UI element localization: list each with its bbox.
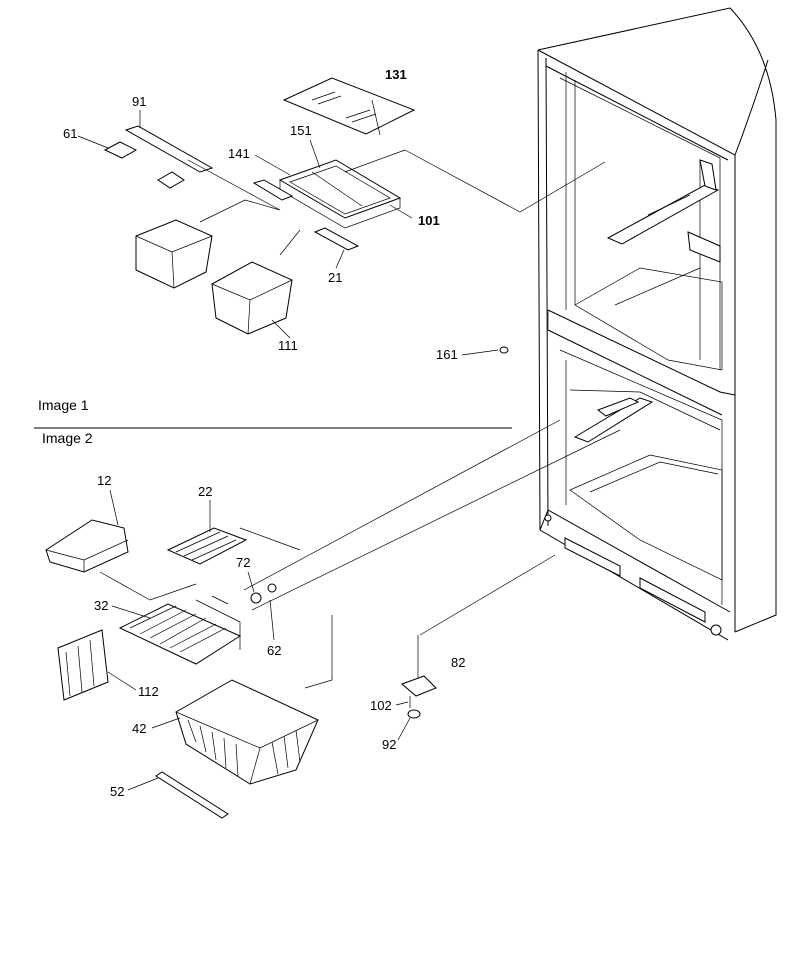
part-21-rail <box>313 227 360 251</box>
section-label-image1: Image 1 <box>38 397 89 413</box>
refrigerator-cabinet <box>499 7 777 641</box>
callout-112: 112 <box>138 684 159 699</box>
part-112-side-frame <box>57 629 109 701</box>
part-91-rail <box>124 125 214 173</box>
callout-12: 12 <box>97 473 111 488</box>
callout-82: 82 <box>451 655 465 670</box>
callout-141: 141 <box>228 146 250 161</box>
callout-72: 72 <box>236 555 250 570</box>
callout-32: 32 <box>94 598 108 613</box>
part-62-roller <box>267 583 277 593</box>
callout-92: 92 <box>382 737 396 752</box>
part-22-shelf <box>166 527 248 565</box>
callout-101: 101 <box>418 213 440 228</box>
part-131-glass-shelf <box>282 77 416 135</box>
part-crisper-drawer-left <box>135 219 213 289</box>
callout-61: 61 <box>63 126 77 141</box>
part-52-rail <box>155 771 229 819</box>
callout-42: 42 <box>132 721 146 736</box>
callout-62: 62 <box>267 643 281 658</box>
callout-161: 161 <box>436 347 458 362</box>
callout-111: 111 <box>278 338 298 353</box>
part-42-wire-basket <box>175 679 319 785</box>
part-92-foot <box>407 709 421 719</box>
section-label-image2: Image 2 <box>42 430 93 446</box>
callout-52: 52 <box>110 784 124 799</box>
image1-parts <box>103 77 606 335</box>
part-82-leveler <box>401 675 437 697</box>
image2-parts <box>45 519 437 819</box>
callout-102: 102 <box>370 698 392 713</box>
callout-151: 151 <box>290 123 312 138</box>
part-12-door-bin <box>45 519 129 573</box>
part-72-roller <box>250 592 262 604</box>
callout-21: 21 <box>328 270 342 285</box>
callout-22: 22 <box>198 484 212 499</box>
part-111-crisper-drawer <box>211 261 293 335</box>
part-61-bracket <box>103 141 138 159</box>
callout-131: 131 <box>385 67 407 82</box>
callout-91: 91 <box>132 94 146 109</box>
